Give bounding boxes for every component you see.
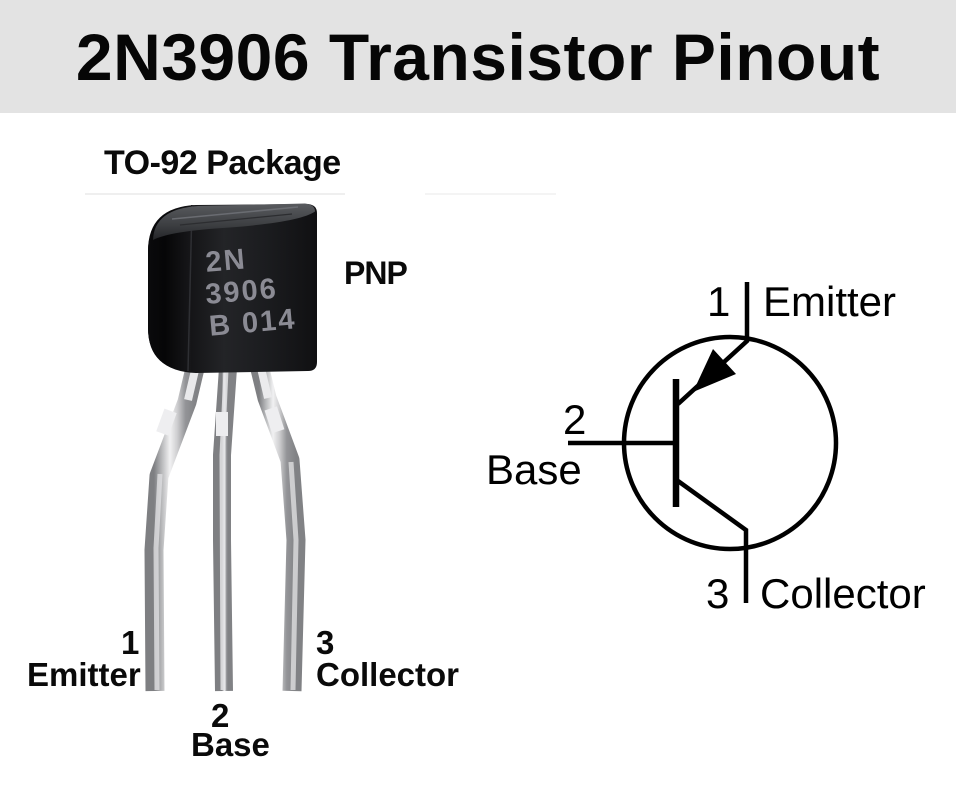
transistor-legs — [144, 361, 306, 692]
emitter-leg-crimp — [156, 408, 177, 436]
symbol-pin1-name: Emitter — [763, 278, 897, 325]
transistor-marking: 2N 3906 B 014 — [204, 243, 298, 342]
package-caption: TO-92 Package — [104, 144, 341, 182]
symbol-emitter-arrow — [693, 349, 736, 392]
marking-line-1: 2N — [204, 243, 248, 278]
symbol-pin2-name: Base — [486, 446, 582, 493]
transistor-symbol — [568, 282, 839, 603]
photo-edge-line — [425, 193, 556, 195]
photo-pin3-name: Collector — [316, 656, 460, 693]
symbol-pin3-number: 3 — [706, 570, 730, 617]
photo-pin2-number: 2 — [211, 697, 230, 734]
collector-leg-highlight — [288, 461, 299, 691]
base-leg-crimp — [216, 412, 228, 436]
emitter-leg-highlight — [153, 473, 163, 691]
body-top-face — [153, 203, 315, 240]
symbol-pin1-number: 1 — [707, 278, 731, 325]
collector-leg-crimp — [264, 406, 285, 434]
title-bar: 2N3906 Transistor Pinout — [0, 0, 956, 113]
photo-pin2-name: Base — [191, 726, 270, 763]
symbol-pin2-number: 2 — [563, 396, 587, 443]
photo-pin1-number: 1 — [121, 624, 140, 661]
body-mold-line — [171, 206, 299, 220]
marking-line-2: 3906 — [204, 273, 279, 311]
collector-leg-highlight — [257, 367, 272, 399]
photo-pin3-number: 3 — [316, 624, 335, 661]
body-mold-line — [179, 213, 293, 226]
body-ridge — [187, 205, 193, 372]
base-leg-highlight — [219, 369, 229, 691]
symbol-collector-lead — [676, 479, 749, 603]
pnp-label: PNP — [344, 255, 408, 291]
transistor-photo: 2N 3906 B 014 — [144, 203, 317, 692]
body-side-face — [148, 205, 196, 372]
marking-line-3: B 014 — [208, 303, 298, 342]
photo-pin1-name: Emitter — [27, 656, 141, 693]
page-title: 2N3906 Transistor Pinout — [75, 19, 881, 94]
photo-edge-line — [85, 193, 345, 195]
symbol-pin3-name: Collector — [760, 570, 926, 617]
